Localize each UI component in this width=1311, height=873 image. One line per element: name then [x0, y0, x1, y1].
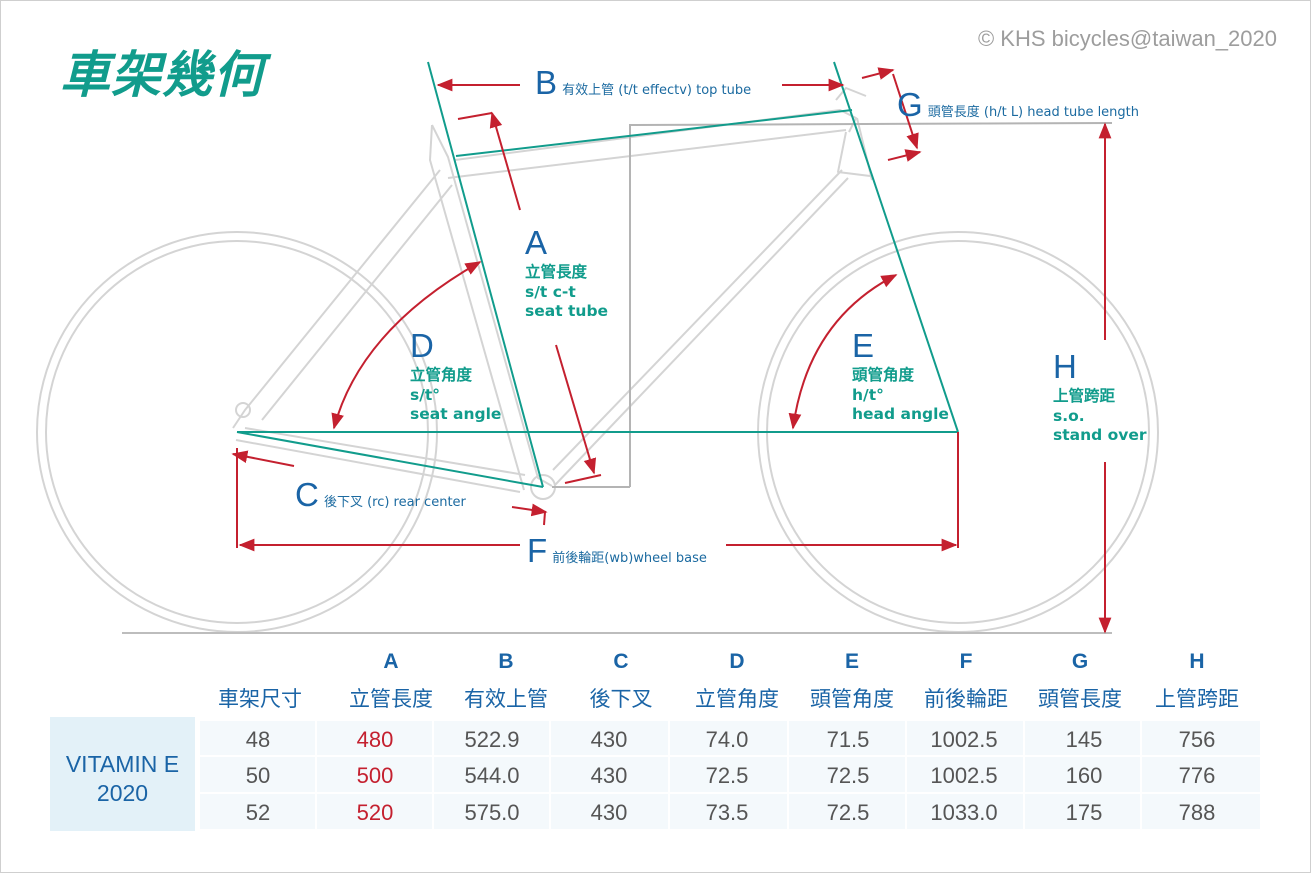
frame-outline — [232, 87, 873, 500]
header-name-a: 立管長度 — [349, 687, 433, 711]
label-e-line3: head angle — [852, 405, 949, 423]
label-e-line1: 頭管角度 — [852, 366, 915, 385]
column-divider — [905, 717, 907, 831]
cell-e: 71.5 — [826, 727, 870, 752]
label-e-letter: E — [852, 327, 875, 364]
label-d: D 立管角度 s/t° seat angle — [410, 325, 501, 424]
cell-f: 1002.5 — [930, 763, 998, 788]
cell-g: 145 — [1065, 727, 1103, 752]
model-cell: VITAMIN E 2020 — [50, 717, 195, 831]
header-letter-h: H — [1189, 650, 1205, 673]
column-divider — [432, 717, 434, 831]
header-letter-b: B — [498, 650, 514, 673]
dimension-lines — [231, 67, 1112, 634]
spec-table: VITAMIN E 2020 48 480 522.9 430 74.0 71.… — [50, 717, 1260, 831]
cell-b: 544.0 — [464, 763, 520, 788]
label-d-line3: seat angle — [410, 405, 502, 423]
cell-b: 575.0 — [464, 800, 520, 825]
header-name-f: 前後輪距 — [924, 687, 1008, 711]
geometry-lines — [236, 61, 959, 488]
header-letter-c: C — [613, 650, 629, 673]
label-f-text: 前後輪距(wb)wheel base — [552, 551, 707, 566]
label-g-text: 頭管長度 (h/t L) head tube length — [927, 105, 1140, 120]
cell-a: 480 — [356, 727, 394, 752]
cell-h: 788 — [1178, 800, 1216, 825]
model-name: VITAMIN E 2020 — [50, 750, 195, 808]
label-f-letter: F — [527, 532, 548, 569]
cell-e: 72.5 — [826, 800, 870, 825]
cell-e: 72.5 — [826, 763, 870, 788]
cell-a: 520 — [356, 800, 394, 825]
cell-c: 430 — [590, 763, 628, 788]
label-d-line2: s/t° — [410, 385, 441, 404]
label-a-line3: seat tube — [525, 302, 609, 320]
label-b-letter: B — [535, 64, 558, 101]
header-letter-g: G — [1071, 650, 1089, 673]
label-h-line3: stand over — [1053, 426, 1147, 444]
header-name-b: 有效上管 — [464, 687, 548, 711]
header-letter-e: E — [844, 650, 859, 673]
header-letter-a: A — [383, 650, 399, 673]
label-b-text: 有效上管 (t/t effectv) top tube — [562, 83, 752, 98]
page-title: 車架幾何 — [60, 46, 264, 104]
cell-f: 1002.5 — [930, 727, 998, 752]
cell-size: 48 — [245, 727, 271, 752]
geometry-diagram — [36, 61, 1159, 634]
label-f: F 前後輪距(wb)wheel base — [527, 530, 707, 571]
label-a-line2: s/t c-t — [525, 282, 576, 301]
model-line1: VITAMIN E — [65, 751, 180, 777]
header-name-c: 後下叉 — [589, 687, 653, 711]
cell-size: 50 — [245, 763, 271, 788]
label-c: C 後下叉 (rc) rear center — [295, 474, 466, 515]
cell-a: 500 — [356, 763, 394, 788]
label-a-line1: 立管長度 — [525, 263, 588, 282]
cell-size: 52 — [245, 800, 271, 825]
column-divider — [549, 717, 551, 831]
cell-d: 72.5 — [705, 763, 749, 788]
model-line2: 2020 — [96, 779, 149, 806]
stand-over-lines — [552, 122, 1113, 488]
label-c-text: 後下叉 (rc) rear center — [323, 495, 466, 510]
table-row: 48 480 522.9 430 74.0 71.5 1002.5 145 75… — [200, 719, 1260, 756]
cell-c: 430 — [590, 727, 628, 752]
header-name-size: 車架尺寸 — [218, 687, 302, 711]
label-e-line2: h/t° — [852, 385, 884, 404]
header-letter-f: F — [959, 650, 973, 673]
header-name-h: 上管跨距 — [1155, 687, 1239, 711]
cell-c: 430 — [590, 800, 628, 825]
column-divider — [668, 717, 670, 831]
label-e: E 頭管角度 h/t° head angle — [852, 325, 949, 424]
table-row: 50 500 544.0 430 72.5 72.5 1002.5 160 77… — [200, 755, 1260, 792]
column-divider — [1140, 717, 1142, 831]
label-h-line2: s.o. — [1053, 406, 1085, 425]
label-a-letter: A — [525, 224, 548, 261]
label-c-letter: C — [295, 476, 319, 513]
copyright-text: © KHS bicycles@taiwan_2020 — [977, 26, 1277, 51]
label-g-letter: G — [897, 86, 923, 123]
label-h: H 上管跨距 s.o. stand over — [1053, 346, 1147, 445]
cell-d: 73.5 — [705, 800, 749, 825]
label-d-line1: 立管角度 — [410, 366, 473, 385]
header-letter-d: D — [729, 650, 745, 673]
table-row: 52 520 575.0 430 73.5 72.5 1033.0 175 78… — [200, 792, 1260, 829]
label-g: G 頭管長度 (h/t L) head tube length — [897, 84, 1139, 125]
label-h-line1: 上管跨距 — [1053, 387, 1116, 406]
column-divider — [1023, 717, 1025, 831]
column-divider — [787, 717, 789, 831]
label-d-letter: D — [410, 327, 434, 364]
label-h-letter: H — [1053, 348, 1077, 385]
label-a: A 立管長度 s/t c-t seat tube — [525, 222, 608, 321]
cell-g: 175 — [1065, 800, 1103, 825]
cell-h: 776 — [1178, 763, 1216, 788]
header-name-d: 立管角度 — [695, 687, 779, 711]
header-name-e: 頭管角度 — [810, 687, 894, 711]
label-b: B 有效上管 (t/t effectv) top tube — [535, 62, 751, 103]
header-name-g: 頭管長度 — [1038, 687, 1122, 711]
column-divider — [315, 717, 317, 831]
cell-h: 756 — [1178, 727, 1216, 752]
cell-f: 1033.0 — [930, 800, 998, 825]
cell-b: 522.9 — [464, 727, 520, 752]
cell-d: 74.0 — [705, 727, 749, 752]
cell-g: 160 — [1065, 763, 1103, 788]
